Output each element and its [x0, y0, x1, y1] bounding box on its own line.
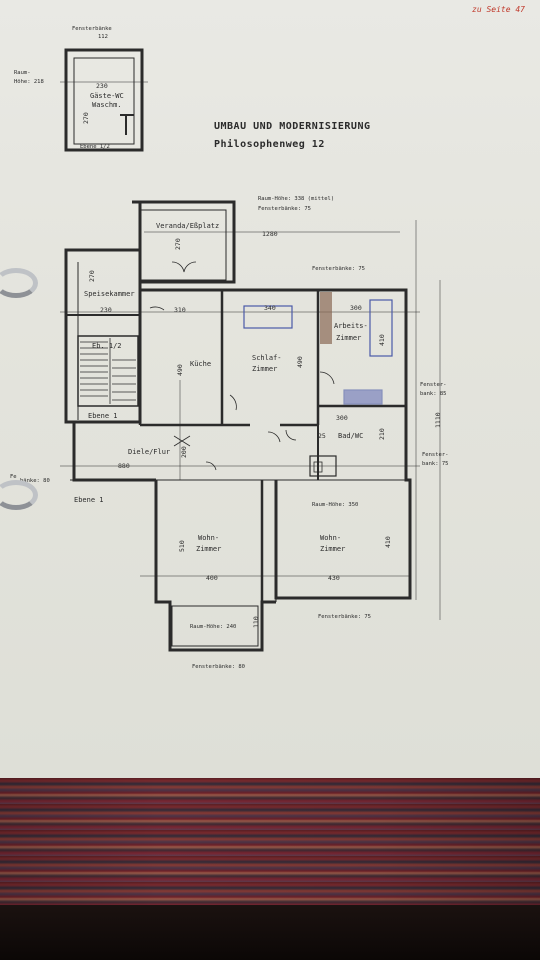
speisekammer-depth-dim: 270 [88, 270, 96, 282]
diele-flur-label: Diele/Flur [128, 448, 170, 456]
schlaf-width-dim: 340 [264, 304, 276, 312]
raumhoehe-wohn-right-label: Raum-Höhe: 350 [312, 502, 358, 508]
wohn-left-width-dim: 400 [206, 574, 218, 582]
diele-depth-dim: 200 [180, 446, 188, 458]
raumhoehe-left-value: Höhe: 218 [14, 79, 44, 85]
wohn-left-depth-dim: 510 [178, 540, 186, 552]
stair-label: Eb. 1/2 [92, 342, 122, 350]
fensterbank-right2-label: Fenster- [422, 452, 449, 458]
wc-inset-plan [60, 48, 148, 152]
plan-subtitle: Philosophenweg 12 [214, 138, 325, 150]
floor-plan-drawing: zu Seite 47 UMBAU UND MODERNISIERUNG Phi… [10, 5, 525, 670]
wohn-right-depth-dim: 410 [384, 536, 392, 548]
fensterbank-main-label: Fensterbänke: 75 [258, 206, 311, 212]
total-depth-dim: 1110 [434, 412, 442, 428]
kueche-width-dim: 310 [174, 306, 186, 314]
wohnzimmer-left-label-1: Wohn- [198, 534, 219, 542]
speisekammer-label: Speisekammer [84, 290, 135, 298]
wc-fensterbank-label: Fensterbänke [72, 26, 112, 32]
plan-title: UMBAU UND MODERNISIERUNG [214, 121, 371, 132]
fensterbank-bottom-right-label: Fensterbänke: 75 [318, 614, 371, 620]
ebene-half-label: Ebene 1/2 [80, 144, 110, 150]
kueche-depth-dim: 490 [176, 364, 184, 376]
wohn-right-width-dim: 430 [328, 574, 340, 582]
arbeitszimmer-label-2: Zimmer [336, 334, 361, 342]
kueche-label: Küche [190, 360, 211, 368]
schlaf-depth-dim: 490 [296, 356, 304, 368]
corner-pencil-note: zu Seite 47 [472, 5, 525, 14]
chimney-hatch [320, 292, 332, 344]
ebene-1-left-label: Ebene 1 [74, 496, 104, 504]
diele-width-dim: 880 [118, 462, 130, 470]
arbeitszimmer-label-1: Arbeits- [334, 322, 368, 330]
blue-furniture-marks [243, 299, 393, 405]
erker-depth-dim: 110 [252, 616, 260, 628]
fensterbank-right1-label: Fenster- [420, 382, 447, 388]
wc-width-dim: 230 [96, 82, 108, 90]
raumhoehe-left-label: Raum- [14, 70, 31, 76]
fensterbank-arbeits-label: Fensterbänke: 75 [312, 266, 365, 272]
bad-depth-dim: 210 [378, 428, 386, 440]
fensterbank-right2-value: bank: 75 [422, 461, 449, 467]
speisekammer-width-dim: 230 [100, 306, 112, 314]
ebene-1-stair-label: Ebene 1 [88, 412, 118, 420]
wohnzimmer-right-label-1: Wohn- [320, 534, 341, 542]
arbeits-width-dim: 300 [350, 304, 362, 312]
bad-small-dim: 25 [318, 432, 326, 440]
bad-wc-label: Bad/WC [338, 432, 363, 440]
wc-depth-dim: 270 [82, 112, 90, 124]
bad-width-dim: 300 [336, 414, 348, 422]
left-edge-note-2: bänke: 80 [20, 478, 50, 484]
wc-fensterbank-value: 112 [98, 34, 108, 40]
gaeste-wc-label: Gäste-WC [90, 92, 124, 100]
schlafzimmer-label-2: Zimmer [252, 365, 277, 373]
binder-ring-bottom [0, 480, 38, 510]
total-width-dim: 1280 [262, 230, 278, 238]
fensterbank-right1-value: bank: 85 [420, 391, 447, 397]
raumhoehe-main-label: Raum-Höhe: 338 (mittel) [258, 196, 334, 202]
arbeits-depth-dim: 410 [378, 334, 386, 346]
dark-floor [0, 905, 540, 960]
wohnzimmer-left-label-2: Zimmer [196, 545, 221, 553]
raumhoehe-erker-label: Raum-Höhe: 240 [190, 624, 236, 630]
left-edge-note-1: Fe [10, 474, 17, 480]
veranda-label: Veranda/Eßplatz [156, 222, 219, 230]
main-floor-walls [60, 200, 441, 652]
veranda-depth-dim: 270 [174, 238, 182, 250]
fensterbank-bottom-label: Fensterbänke: 80 [192, 664, 245, 670]
schlafzimmer-label-1: Schlaf- [252, 354, 282, 362]
binder-ring-top [0, 268, 38, 298]
wohnzimmer-right-label-2: Zimmer [320, 545, 345, 553]
paper-sheet [0, 0, 540, 778]
waschm-label: Waschm. [92, 101, 122, 109]
